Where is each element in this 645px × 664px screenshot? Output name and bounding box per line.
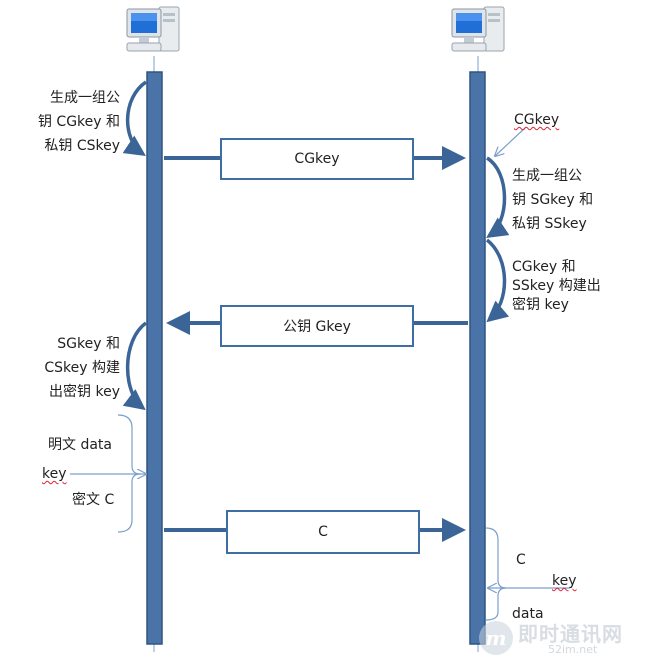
msg1-label: CGkey <box>294 151 340 167</box>
received-pointer <box>495 127 526 156</box>
client-key-label: key <box>42 466 67 482</box>
client-computer-icon <box>126 6 180 52</box>
client-derive-curve <box>122 321 148 411</box>
server-keygen-curve <box>485 156 510 238</box>
client-keygen-curve <box>122 80 148 156</box>
client-lifeline <box>146 71 163 645</box>
watermark-logo-icon: m <box>479 621 513 655</box>
msg2-box: 公钥 Gkey <box>220 305 414 347</box>
watermark-text: 即时通讯网 <box>518 622 623 646</box>
client-plaintext-label: 明文 data <box>48 437 112 453</box>
server-data-label: data <box>512 606 544 622</box>
server-derive-curve <box>485 238 510 323</box>
client-ciphertext-label: 密文 C <box>72 492 115 508</box>
svg-text:m: m <box>485 626 506 650</box>
server-received-label: CGkey <box>514 112 560 128</box>
msg3-label: C <box>318 524 328 540</box>
server-derive-text: CGkey 和 SSkey 构建出 密钥 key <box>512 259 601 313</box>
client-derive-text: SGkey 和 CSkey 构建 出密钥 key <box>44 336 120 400</box>
msg3-box: C <box>226 510 420 554</box>
server-key-label: key <box>552 573 577 589</box>
client-keygen-text: 生成一组公 钥 CGkey 和 私钥 CSkey <box>37 90 120 154</box>
msg1-box: CGkey <box>220 138 414 180</box>
watermark-sub: 52im.net <box>548 643 598 656</box>
server-brace <box>485 527 507 621</box>
server-cipher-label: C <box>516 552 526 568</box>
msg2-label: 公钥 Gkey <box>283 319 351 335</box>
server-keygen-text: 生成一组公 钥 SGkey 和 私钥 SSkey <box>512 168 594 232</box>
server-lifeline <box>469 71 486 645</box>
watermark: m 即时通讯网 52im.net <box>476 616 644 660</box>
server-computer-icon <box>451 6 505 52</box>
